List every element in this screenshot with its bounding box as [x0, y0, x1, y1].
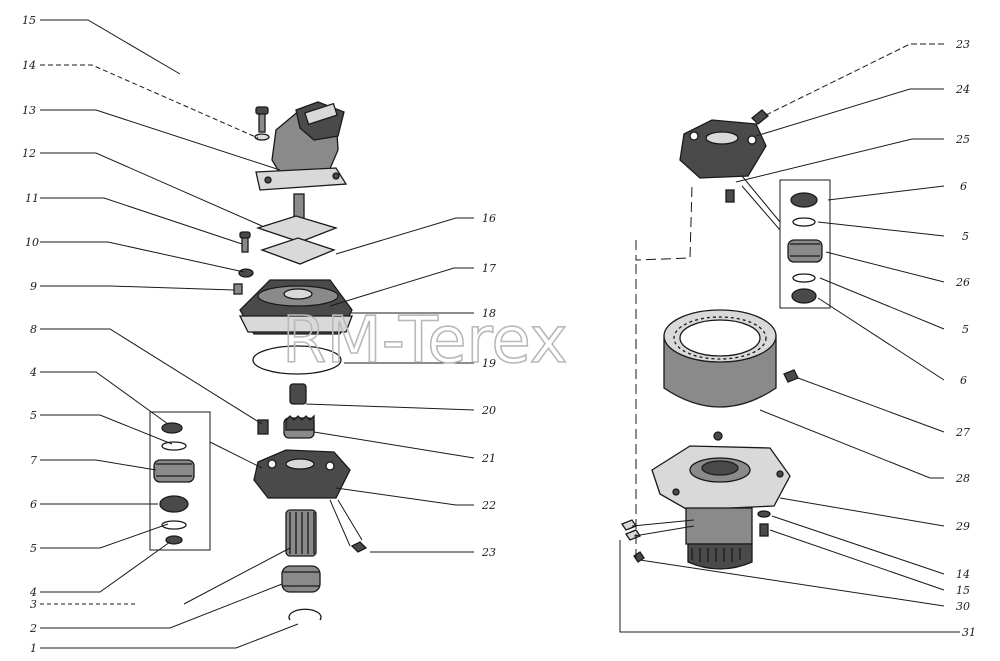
- part-circlip-top: [161, 441, 187, 451]
- label-right-5: 5: [962, 230, 969, 243]
- part-bearing: [159, 495, 189, 513]
- part-hydraulic-motor: [255, 101, 348, 191]
- part-bearing-r1: [790, 192, 818, 208]
- part-pinion-shaft: [285, 509, 317, 557]
- part-gasket-1: [255, 215, 338, 243]
- label-center-2: 17: [482, 262, 496, 275]
- label-center-8: 23: [481, 546, 496, 559]
- center-labels: 16 17 18 19 20 21 22 23: [481, 212, 496, 559]
- label-left-2: 14: [22, 59, 36, 72]
- left-labels: 15 14 13 12 11 10 9 8 4 5 7 6 5 4 3 2 1: [22, 14, 39, 655]
- label-right-12: 14: [956, 568, 970, 581]
- right-labels: 23 24 25 6 5 26 5 6 27 28 29 14 15 30 31: [955, 38, 976, 639]
- part-hub-flange: [651, 431, 791, 570]
- part-o-ring: [252, 345, 342, 375]
- label-right-11: 29: [955, 520, 970, 533]
- label-left-13: 5: [30, 542, 37, 555]
- label-right-3: 25: [955, 133, 970, 146]
- label-center-1: 16: [482, 212, 496, 225]
- part-housing: [238, 279, 353, 335]
- part-bearing-r2: [791, 288, 817, 304]
- label-right-1: 23: [955, 38, 970, 51]
- part-circlip-r2: [792, 273, 816, 283]
- label-left-15: 3: [30, 598, 37, 611]
- part-nut: [161, 422, 183, 434]
- part-circlip-r1: [792, 217, 816, 227]
- label-right-6: 26: [955, 276, 970, 289]
- label-left-7: 9: [30, 280, 37, 293]
- label-center-6: 21: [481, 452, 496, 465]
- label-right-4: 6: [960, 180, 967, 193]
- left-assembly: [149, 101, 368, 621]
- leader-lines: [40, 19, 960, 649]
- label-left-9: 4: [29, 366, 37, 379]
- part-carrier-right: [679, 119, 767, 179]
- part-bolt-right: [751, 109, 769, 125]
- label-left-12: 6: [30, 498, 37, 511]
- label-right-7: 5: [962, 323, 969, 336]
- label-left-17: 1: [30, 642, 37, 655]
- part-small-bolts: [350, 541, 368, 553]
- label-center-4: 19: [482, 357, 496, 370]
- label-right-9: 27: [955, 426, 970, 439]
- part-circlip-bottom: [161, 520, 187, 530]
- label-center-3: 18: [482, 307, 496, 320]
- part-planet-carrier: [253, 449, 351, 499]
- part-bolt-right-low: [759, 523, 769, 537]
- part-ring-gear: [663, 309, 777, 408]
- label-center-7: 22: [481, 499, 496, 512]
- label-right-8: 6: [960, 374, 967, 387]
- part-washer-mid: [238, 268, 254, 278]
- part-planet-gear-right: [787, 239, 823, 263]
- label-left-1: 15: [22, 14, 36, 27]
- label-right-14: 30: [956, 600, 970, 613]
- watermark: RM-Terex: [282, 304, 568, 378]
- part-sun-gear: [283, 414, 315, 439]
- part-planet-gear: [153, 459, 195, 483]
- label-left-8: 8: [30, 323, 37, 336]
- frame-planet-stack: [149, 411, 211, 551]
- part-bolt-top: [255, 106, 269, 133]
- part-key-small: [257, 419, 269, 435]
- right-assembly: [621, 109, 831, 570]
- label-right-15: 31: [962, 626, 976, 639]
- label-left-4: 12: [22, 147, 36, 160]
- label-left-11: 7: [30, 454, 37, 467]
- label-right-2: 24: [955, 83, 970, 96]
- part-lock-plates: [621, 519, 641, 541]
- part-washer-right: [757, 510, 771, 518]
- label-center-5: 20: [481, 404, 496, 417]
- part-plug: [783, 369, 799, 383]
- label-left-6: 10: [25, 236, 39, 249]
- part-snap-ring: [288, 608, 322, 621]
- part-key-right: [725, 189, 735, 203]
- label-right-10: 28: [955, 472, 970, 485]
- part-washer-top: [254, 133, 270, 141]
- part-bolt-mid: [239, 231, 251, 253]
- part-bushing: [289, 383, 307, 405]
- label-left-3: 13: [22, 104, 36, 117]
- label-left-5: 11: [25, 192, 39, 205]
- label-left-10: 5: [30, 409, 37, 422]
- label-left-16: 2: [29, 622, 37, 635]
- label-right-13: 15: [956, 584, 970, 597]
- part-key: [233, 283, 243, 295]
- frame-planet-stack-right: [779, 179, 831, 309]
- part-gasket-2: [260, 237, 336, 265]
- label-left-14: 4: [29, 586, 37, 599]
- part-lower-gear: [281, 565, 321, 593]
